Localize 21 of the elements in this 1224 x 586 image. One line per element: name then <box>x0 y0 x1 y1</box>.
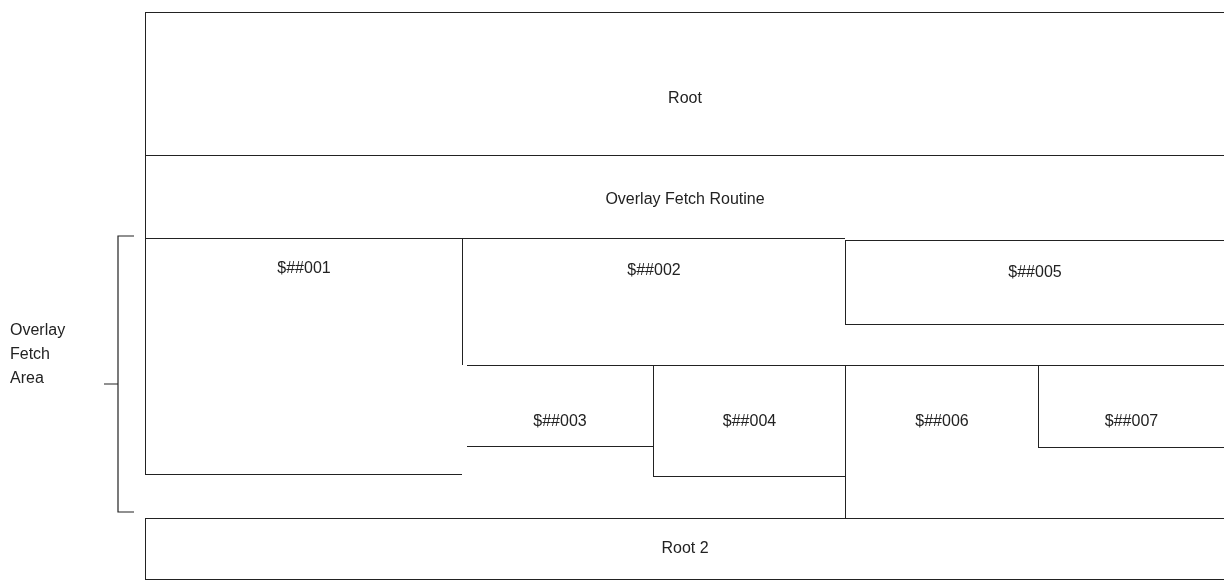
memory-segment-box <box>462 238 845 365</box>
segment-label: $##003 <box>533 412 587 430</box>
segment-label: $##007 <box>1104 412 1159 430</box>
segment-label: $##005 <box>1008 263 1062 281</box>
segment-label: $##006 <box>915 412 969 430</box>
segment-label: Root <box>668 89 702 107</box>
area-label: Overlay Fetch Area <box>10 320 67 388</box>
segment-label: Overlay Fetch Routine <box>605 190 765 208</box>
memory-segment-box <box>845 240 1224 325</box>
segment-label: Root 2 <box>661 539 709 557</box>
memory-segment-box <box>653 365 845 477</box>
memory-segment-box <box>145 12 1224 155</box>
memory-segment-box <box>467 365 653 447</box>
memory-segment-box <box>145 238 462 475</box>
memory-segment-box <box>145 155 1224 238</box>
memory-segment-box <box>145 518 1224 580</box>
memory-segment-box <box>845 365 1038 518</box>
memory-segment-box <box>1038 365 1224 448</box>
segment-label: $##002 <box>627 261 681 279</box>
segment-label: $##001 <box>277 259 331 277</box>
segment-label: $##004 <box>722 412 777 430</box>
